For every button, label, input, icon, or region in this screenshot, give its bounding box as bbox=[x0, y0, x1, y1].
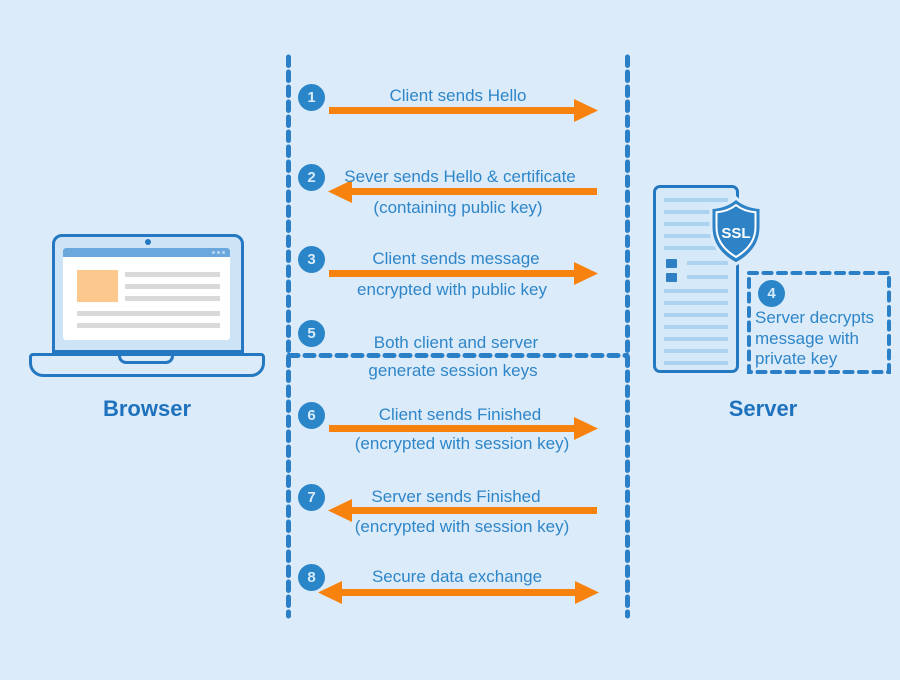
step-6-badge: 6 bbox=[298, 402, 325, 429]
step-3-label: Client sends message bbox=[372, 249, 540, 268]
webpage-text-line bbox=[125, 296, 220, 301]
step-7-badge: 7 bbox=[298, 484, 325, 511]
step-1-label: Client sends Hello bbox=[389, 86, 527, 105]
toolbar-dot bbox=[222, 251, 225, 254]
step-7-sublabel: (encrypted with session key) bbox=[354, 517, 570, 536]
step-1-badge: 1 bbox=[298, 84, 325, 111]
step-5-label: Both client and server bbox=[373, 333, 539, 352]
server-indicator-square bbox=[666, 259, 677, 268]
step-8-label: Secure data exchange bbox=[371, 567, 543, 586]
server-vent-stripe-short bbox=[687, 261, 728, 265]
webpage-text-line bbox=[77, 311, 220, 316]
browser-label: Browser bbox=[102, 396, 192, 421]
laptop-camera-dot bbox=[145, 239, 151, 245]
toolbar-dot bbox=[217, 251, 220, 254]
webpage-image-placeholder bbox=[77, 270, 118, 302]
step-7-label: Server sends Finished bbox=[371, 487, 541, 506]
step-2-sublabel: (containing public key) bbox=[373, 198, 543, 217]
laptop-base bbox=[29, 353, 265, 377]
step-5-badge: 5 bbox=[298, 320, 325, 347]
step-3-sublabel: encrypted with public key bbox=[357, 280, 547, 299]
step-8-badge: 8 bbox=[298, 564, 325, 591]
webpage-text-line bbox=[77, 323, 220, 328]
ssl-shield-icon: SSL bbox=[709, 196, 763, 266]
step-5-sublabel: generate session keys bbox=[368, 361, 538, 380]
server-indicator-square bbox=[666, 273, 677, 282]
step-3-badge: 3 bbox=[298, 246, 325, 273]
step-4-badge: 4 bbox=[758, 280, 785, 307]
laptop-base-notch bbox=[118, 356, 174, 364]
step-2-badge: 2 bbox=[298, 164, 325, 191]
ssl-shield-text: SSL bbox=[721, 225, 750, 242]
server-vent-stripe-short bbox=[687, 275, 728, 279]
step-2-label: Sever sends Hello & certificate bbox=[344, 167, 576, 186]
laptop-browser-toolbar bbox=[63, 248, 230, 257]
webpage-text-line bbox=[125, 284, 220, 289]
step-6-sublabel: (encrypted with session key) bbox=[354, 434, 570, 453]
server-vent-stripes bbox=[664, 289, 728, 366]
toolbar-dot bbox=[212, 251, 215, 254]
server-label: Server bbox=[728, 396, 798, 421]
webpage-text-line bbox=[125, 272, 220, 277]
step-6-label: Client sends Finished bbox=[378, 405, 542, 424]
step-4-label: Server decrypts message with private key bbox=[755, 308, 875, 368]
